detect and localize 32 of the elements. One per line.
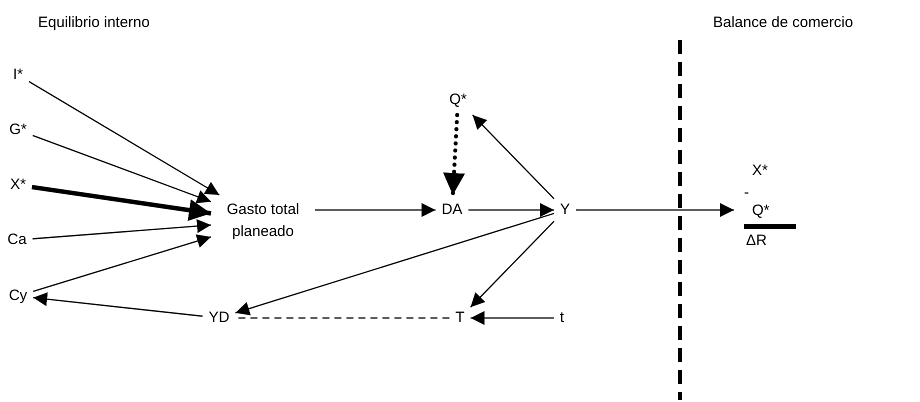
arrow xyxy=(32,234,212,292)
arrow xyxy=(470,311,554,325)
arrow xyxy=(28,81,220,196)
arrow xyxy=(576,203,734,217)
variable-label: YD xyxy=(206,307,232,329)
arrow xyxy=(32,184,212,222)
variable-label: Gasto total planeado xyxy=(215,199,311,243)
formula-term: Q* xyxy=(752,202,770,220)
arrow xyxy=(32,219,212,240)
variable-label: Q* xyxy=(447,89,469,111)
section-heading: Equilibrio interno xyxy=(38,14,150,31)
arrow xyxy=(468,203,554,217)
variable-label: X* xyxy=(8,174,28,196)
arrow xyxy=(235,212,554,316)
variable-label: Ca xyxy=(5,229,29,251)
formula-term: ΔR xyxy=(746,232,767,250)
variable-label: I* xyxy=(11,64,25,86)
section-heading: Balance de comercio xyxy=(713,14,854,31)
formula-term: - xyxy=(744,184,749,202)
arrow xyxy=(443,113,465,197)
arrow xyxy=(470,220,554,308)
arrow xyxy=(32,134,212,204)
variable-label: DA xyxy=(440,199,464,221)
variable-label: Cy xyxy=(6,285,30,307)
formula-term: X* xyxy=(752,162,768,180)
arrow xyxy=(315,203,436,217)
variable-label: T xyxy=(453,307,467,329)
variable-label: t xyxy=(558,307,566,329)
arrow xyxy=(33,292,203,317)
arrow xyxy=(472,114,554,200)
variable-label: Y xyxy=(558,199,572,221)
variable-label: G* xyxy=(7,119,29,141)
